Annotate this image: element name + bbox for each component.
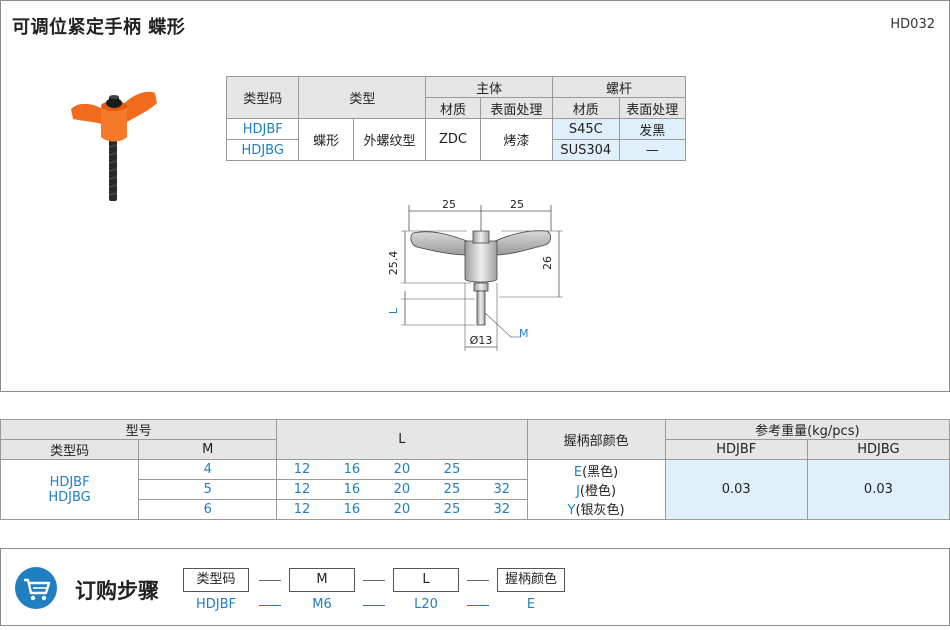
col-color: 握柄部颜色: [526, 419, 666, 460]
order-connector: [363, 580, 385, 581]
l-cell: 25: [426, 479, 477, 500]
color-name: (银灰色): [575, 503, 625, 518]
spec-table: 类型码 类型 主体 螺杆 材质 表面处理 材质 表面处理 HDJBF 蝶形 外螺…: [225, 76, 687, 161]
col-M: M: [138, 439, 278, 460]
l-cell: [476, 459, 528, 480]
color-name: (黑色): [582, 465, 619, 480]
color-name: (橙色): [579, 484, 617, 499]
typecode-value: HDJBF: [49, 474, 90, 490]
col-screw-material: 材质: [552, 97, 620, 119]
weight-hdjbf-cell: 0.03: [664, 459, 808, 520]
technical-drawing: 25 25 25.4 L 26 M Ø13: [387, 198, 563, 351]
screw-material-cell: S45C: [552, 118, 620, 140]
product-code: HD032: [890, 17, 935, 32]
col-weight-hdjbf: HDJBF: [664, 439, 808, 460]
order-value-color: E: [526, 597, 536, 612]
dim-diameter: Ø13: [470, 334, 493, 347]
col-weight-hdjbg: HDJBG: [806, 439, 950, 460]
type-shape-cell: 蝶形: [298, 118, 354, 161]
l-cell: 12: [276, 479, 327, 500]
product-photo: [71, 91, 157, 201]
l-cell: 12: [276, 499, 327, 520]
col-weight: 参考重量(kg/pcs): [664, 419, 950, 440]
typecode-value: HDJBG: [48, 489, 91, 505]
typecode-cell: HDJBF HDJBG: [0, 459, 140, 520]
l-cell: 20: [376, 499, 427, 520]
color-code: E: [573, 465, 583, 480]
col-screw-surface: 表面处理: [618, 97, 687, 119]
typecode-cell: HDJBF: [225, 118, 300, 140]
order-steps-panel: 订购步骤 类型码 M L 握柄颜色 HDJBF M6 L20 E: [0, 548, 950, 626]
page-title: 可调位紧定手柄 蝶形: [12, 17, 186, 38]
l-cell: 25: [426, 499, 477, 520]
dim-right-width: 25: [510, 198, 524, 211]
color-cell: E(黑色) J(橙色) Y(银灰色): [526, 459, 666, 520]
l-cell: 25: [426, 459, 477, 480]
col-body-material: 材质: [425, 97, 481, 119]
dim-thread-M: M: [519, 327, 529, 340]
order-value-L: L20: [414, 597, 438, 612]
dim-length-L: L: [387, 307, 400, 314]
col-screw: 螺杆: [552, 76, 686, 98]
product-panel: 可调位紧定手柄 蝶形 HD032 类型码 类型 主体 螺杆 材质 表面: [0, 0, 950, 392]
col-typecode: 类型码: [225, 76, 300, 119]
col-body: 主体: [425, 76, 554, 98]
m-cell: 6: [138, 499, 278, 520]
type-thread-cell: 外螺纹型: [352, 118, 427, 161]
screw-surface-cell: —: [618, 139, 687, 161]
l-cell: 32: [476, 499, 528, 520]
col-L: L: [276, 419, 528, 460]
l-cell: 16: [326, 459, 377, 480]
l-cell: 12: [276, 459, 327, 480]
l-cell: 20: [376, 479, 427, 500]
typecode-cell: HDJBG: [225, 139, 300, 161]
order-box-typecode: 类型码: [183, 568, 249, 592]
col-typecode: 类型码: [0, 439, 140, 460]
col-type: 类型: [298, 76, 427, 119]
order-connector: [259, 605, 281, 606]
screw-surface-cell: 发黑: [618, 118, 687, 140]
cart-icon: [15, 567, 57, 609]
order-connector: [363, 605, 385, 606]
dim-height: 25.4: [387, 251, 400, 276]
order-value-M: M6: [312, 597, 332, 612]
dim-left-width: 25: [442, 198, 456, 211]
order-title: 订购步骤: [75, 579, 159, 603]
l-cell: 16: [326, 499, 377, 520]
col-body-surface: 表面处理: [479, 97, 554, 119]
order-box-color: 握柄颜色: [497, 568, 565, 592]
order-box-L: L: [393, 568, 459, 592]
color-code: J: [576, 484, 580, 499]
weight-hdjbg-cell: 0.03: [806, 459, 950, 520]
col-model: 型号: [0, 419, 278, 440]
body-surface-cell: 烤漆: [479, 118, 554, 161]
body-material-cell: ZDC: [425, 118, 481, 161]
order-connector: [467, 580, 489, 581]
l-cell: 32: [476, 479, 528, 500]
dim-total-height: 26: [541, 256, 554, 270]
m-cell: 4: [138, 459, 278, 480]
l-cell: 20: [376, 459, 427, 480]
order-value-typecode: HDJBF: [195, 597, 236, 612]
screw-material-cell: SUS304: [552, 139, 620, 161]
order-connector: [259, 580, 281, 581]
size-table: 型号 L 握柄部颜色 参考重量(kg/pcs) 类型码 M HDJBF HDJB…: [0, 419, 950, 520]
m-cell: 5: [138, 479, 278, 500]
l-cell: 16: [326, 479, 377, 500]
order-box-M: M: [289, 568, 355, 592]
order-connector: [467, 605, 489, 606]
color-code: Y: [567, 503, 576, 518]
